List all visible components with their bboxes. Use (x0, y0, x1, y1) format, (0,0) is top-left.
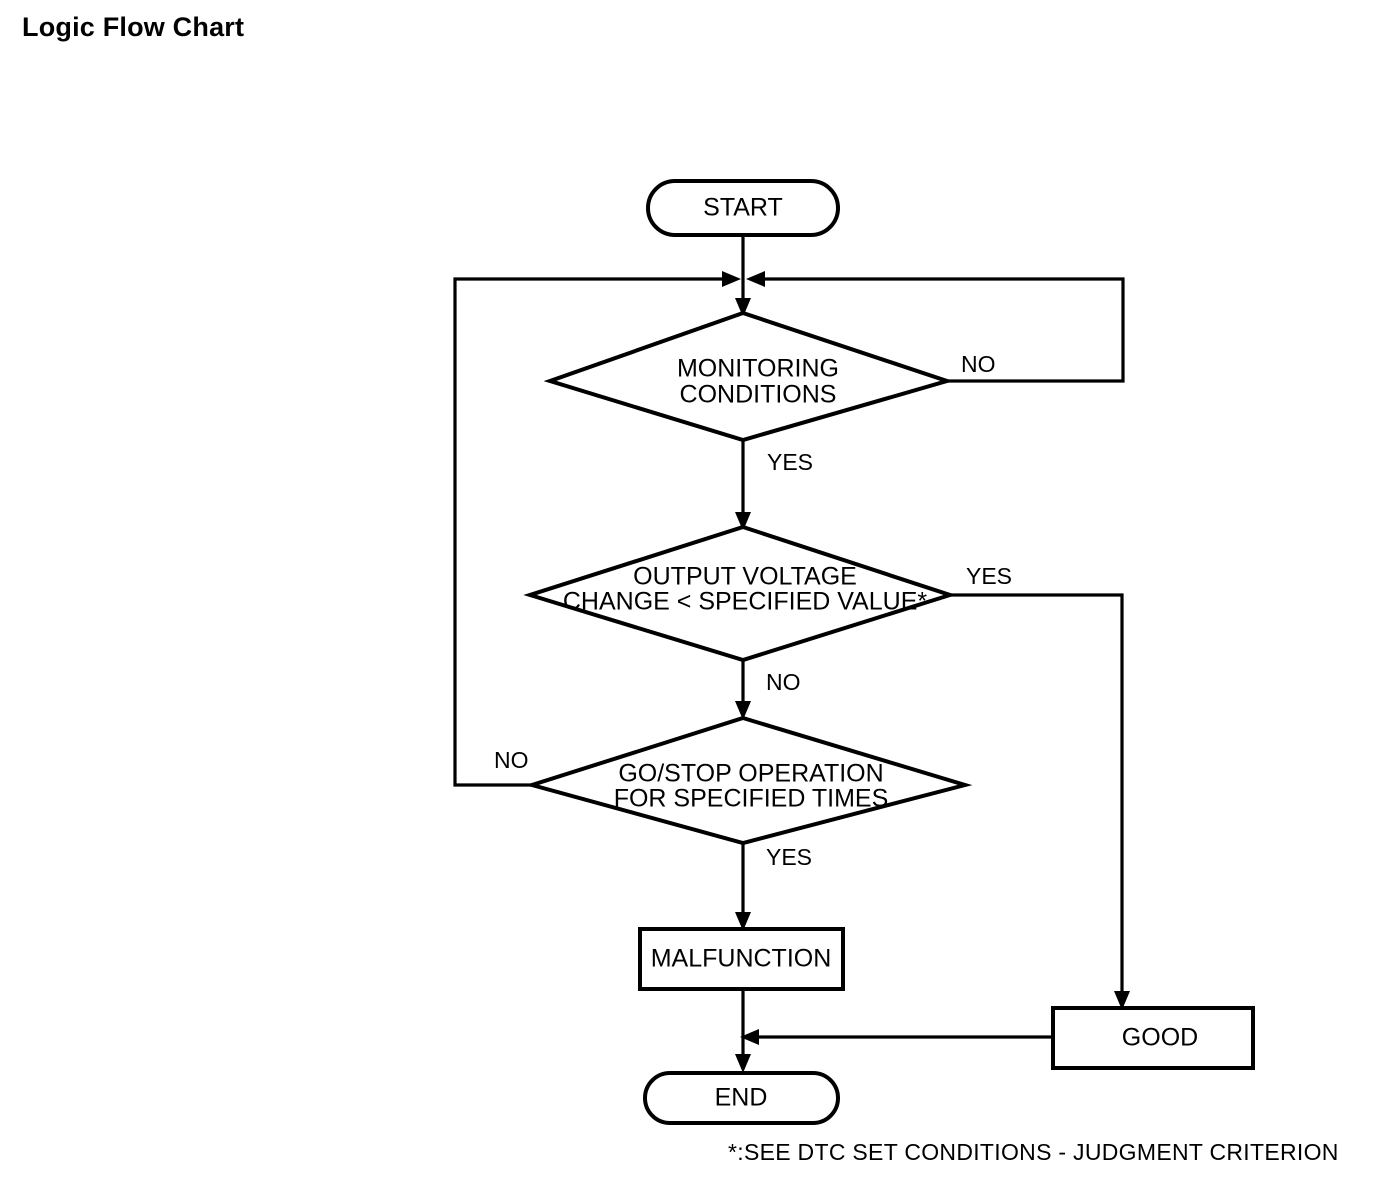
arrowhead-good-into-trunk (740, 1029, 759, 1045)
node-end-label: END (715, 1084, 768, 1112)
node-output-voltage[interactable]: OUTPUT VOLTAGE CHANGE < SPECIFIED VALUE* (523, 524, 957, 663)
arrowhead-monitoring-no-into-junction (746, 271, 765, 287)
node-malfunction[interactable]: MALFUNCTION (638, 927, 845, 991)
arrowhead-into-good (1114, 991, 1130, 1010)
node-good-label: GOOD (1122, 1024, 1198, 1052)
node-start[interactable]: START (646, 179, 840, 237)
node-voltage-label-line2: CHANGE < SPECIFIED VALUE* (563, 588, 927, 616)
edge-monitoring-no-loop (757, 277, 1125, 383)
edge-label-monitoring-yes: YES (767, 449, 813, 475)
edge-voltage-yes-to-good (950, 593, 1124, 1004)
node-gostop-operation[interactable]: GO/STOP OPERATION FOR SPECIFIED TIMES (524, 715, 973, 846)
node-gostop-label-line1: GO/STOP OPERATION (618, 760, 883, 788)
footnote: *:SEE DTC SET CONDITIONS - JUDGMENT CRIT… (728, 1139, 1339, 1165)
arrowhead-gostop-no-into-junction (722, 271, 741, 287)
edge-label-gostop-yes: YES (766, 844, 812, 870)
node-malfunction-label: MALFUNCTION (651, 945, 832, 973)
edge-label-monitoring-no: NO (961, 351, 996, 377)
edge-label-gostop-no: NO (494, 747, 529, 773)
arrowhead-into-monitoring (735, 298, 751, 317)
arrowhead-into-malfunction (735, 912, 751, 931)
arrowhead-into-gostop (735, 701, 751, 720)
node-gostop-label-line2: FOR SPECIFIED TIMES (614, 785, 889, 813)
node-end[interactable]: END (643, 1071, 840, 1125)
edge-label-voltage-yes: YES (966, 563, 1012, 589)
arrowhead-into-end (735, 1054, 751, 1073)
node-start-label: START (703, 194, 783, 222)
edge-gostop-no-loop (453, 277, 730, 787)
node-monitoring-label-line2: CONDITIONS (680, 381, 837, 409)
page-title: Logic Flow Chart (22, 12, 245, 42)
node-monitoring-label-line1: MONITORING (677, 355, 839, 383)
node-monitoring-conditions[interactable]: MONITORING CONDITIONS (543, 310, 954, 443)
arrowhead-into-voltage (735, 512, 751, 531)
node-good[interactable]: GOOD (1051, 1006, 1255, 1070)
edge-label-voltage-no: NO (766, 669, 801, 695)
node-voltage-label-line1: OUTPUT VOLTAGE (633, 563, 857, 591)
